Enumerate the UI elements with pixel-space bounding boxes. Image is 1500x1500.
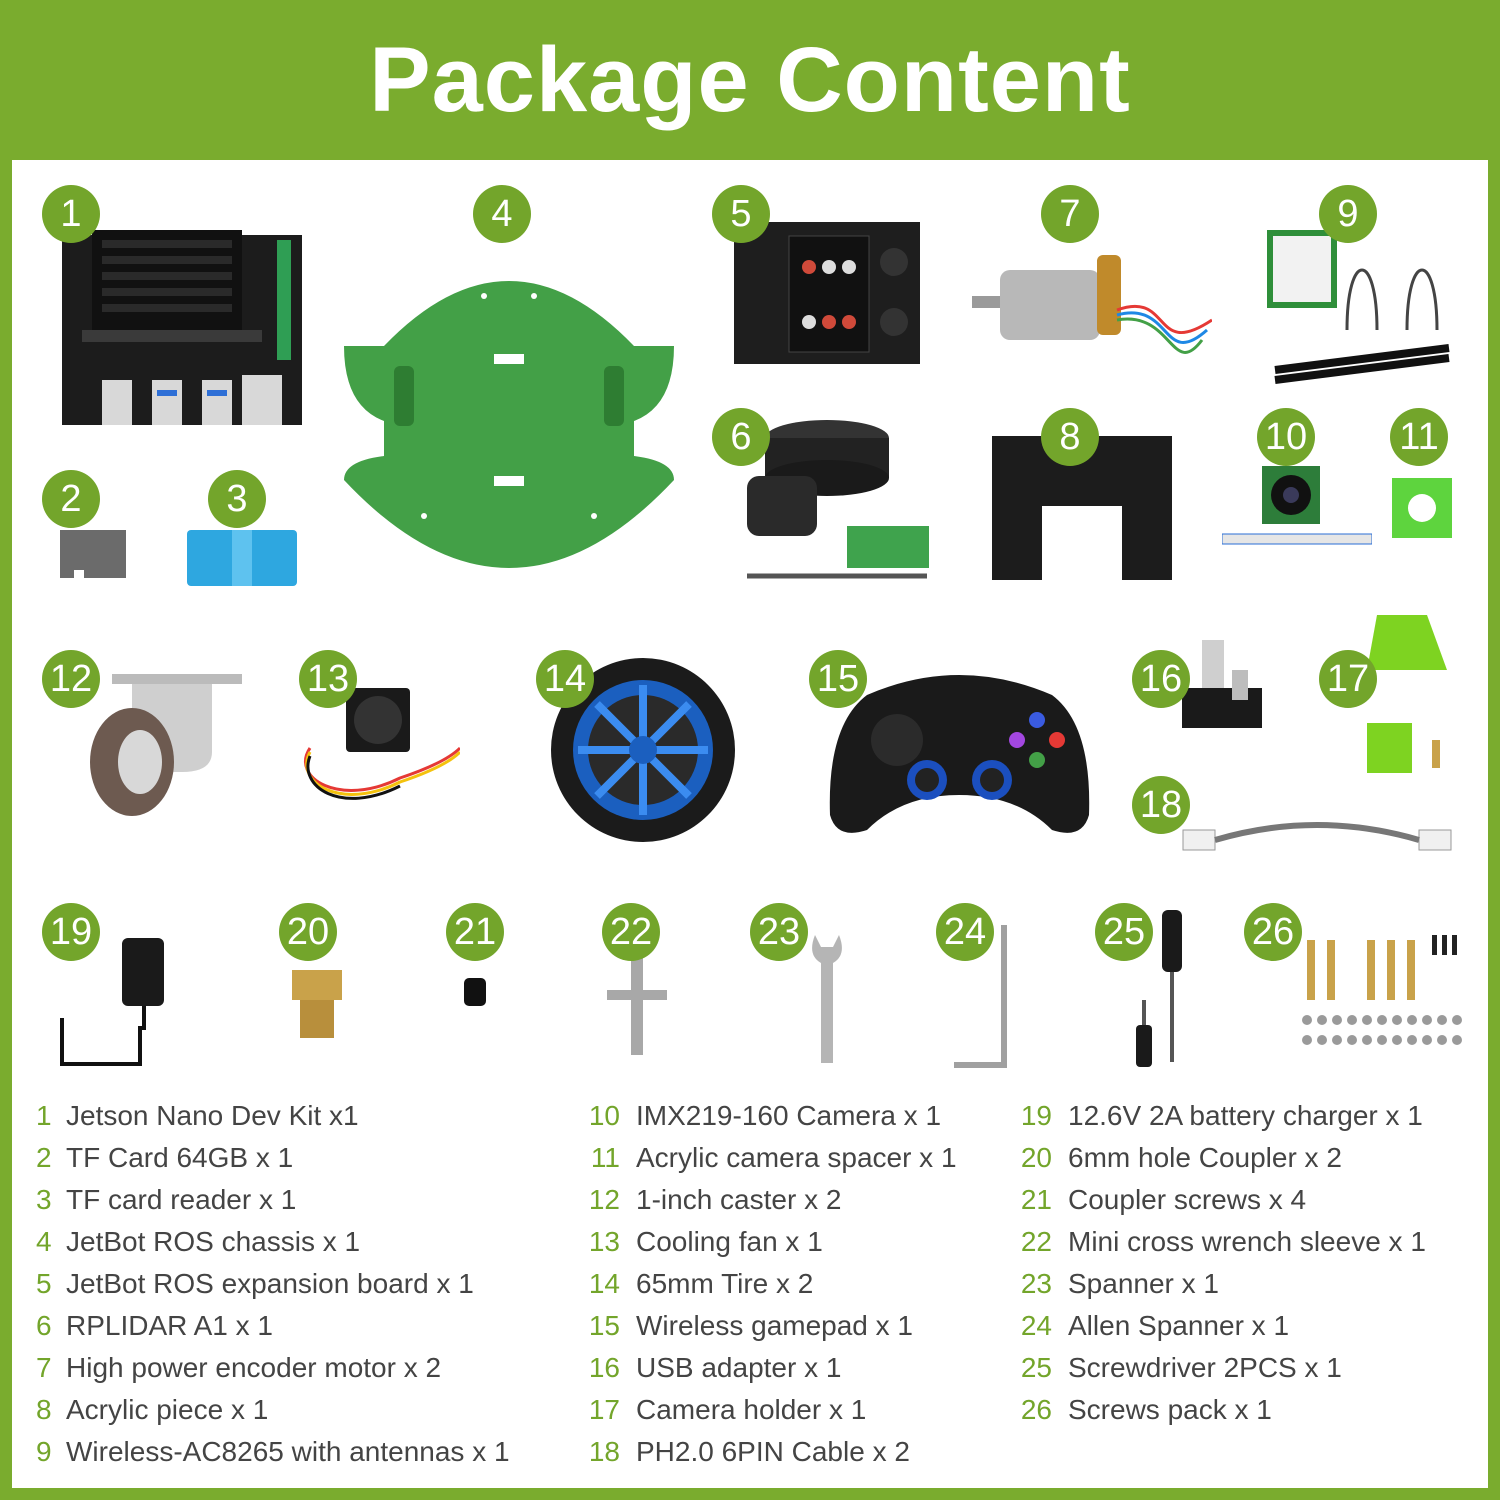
badge-10: 10 [1257,408,1315,466]
usb-adapter-image [1182,640,1262,728]
badge-15: 15 [809,650,867,708]
badge-20: 20 [279,903,337,961]
camera-module-image [1222,466,1372,545]
camera-spacer-image [1392,478,1452,538]
badge-7: 7 [1041,185,1099,243]
badge-18: 18 [1132,776,1190,834]
acrylic-piece-image [992,436,1172,580]
cooling-fan-image [304,688,460,800]
badge-17: 17 [1319,650,1377,708]
badge-21: 21 [446,903,504,961]
badge-9: 9 [1319,185,1377,243]
badge-3: 3 [208,470,266,528]
badge-12: 12 [42,650,100,708]
badge-16: 16 [1132,650,1190,708]
chassis-image [344,263,674,568]
screwdriver-image [1136,910,1182,1067]
gamepad-image [829,675,1090,833]
caster-image [90,674,242,816]
ph20-cable-image [1182,822,1452,851]
content-panel: 1 2 3 4 5 6 7 8 9 10 11 12 13 14 15 16 1… [12,160,1488,1488]
expansion-board-image [734,222,920,364]
camera-holder-image [1367,615,1447,773]
jetson-nano-image [62,230,302,425]
badge-2: 2 [42,470,100,528]
badge-5: 5 [712,185,770,243]
badge-26: 26 [1244,903,1302,961]
coupler-image [292,970,342,1038]
badge-4: 4 [473,185,531,243]
coupler-screw-image [464,978,486,1006]
badge-13: 13 [299,650,357,708]
allen-spanner-image [954,925,1007,1068]
badge-25: 25 [1095,903,1153,961]
charger-image [60,938,164,1066]
badge-1: 1 [42,185,100,243]
encoder-motor-image [972,255,1212,354]
tf-card-image [60,530,126,578]
badge-19: 19 [42,903,100,961]
cross-wrench-image [607,950,667,1055]
rplidar-image [747,420,929,579]
wireless-card-image [1267,230,1450,384]
spanner-image [812,935,842,1063]
badge-22: 22 [602,903,660,961]
badge-6: 6 [712,408,770,466]
badge-14: 14 [536,650,594,708]
badge-8: 8 [1041,408,1099,466]
tire-image [551,658,735,842]
badge-23: 23 [750,903,808,961]
badge-11: 11 [1390,408,1448,466]
badge-24: 24 [936,903,994,961]
screws-pack-image [1302,935,1462,1045]
page-title: Package Content [369,28,1131,131]
tf-card-reader-image [187,530,297,586]
